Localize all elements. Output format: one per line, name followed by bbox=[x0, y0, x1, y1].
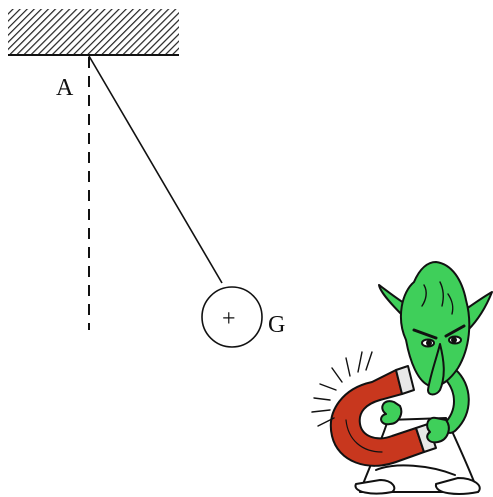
magnet-force-lines bbox=[311, 351, 373, 427]
ball-center-sign: + bbox=[222, 306, 236, 332]
ball-label-g: G bbox=[268, 312, 286, 338]
pivot-label-a: A bbox=[56, 75, 74, 101]
pendulum-string bbox=[88, 55, 223, 284]
ceiling-support bbox=[8, 9, 179, 56]
goblin-with-magnet bbox=[311, 261, 493, 495]
pendulum-bob bbox=[201, 286, 263, 348]
horseshoe-magnet-icon bbox=[329, 365, 437, 467]
